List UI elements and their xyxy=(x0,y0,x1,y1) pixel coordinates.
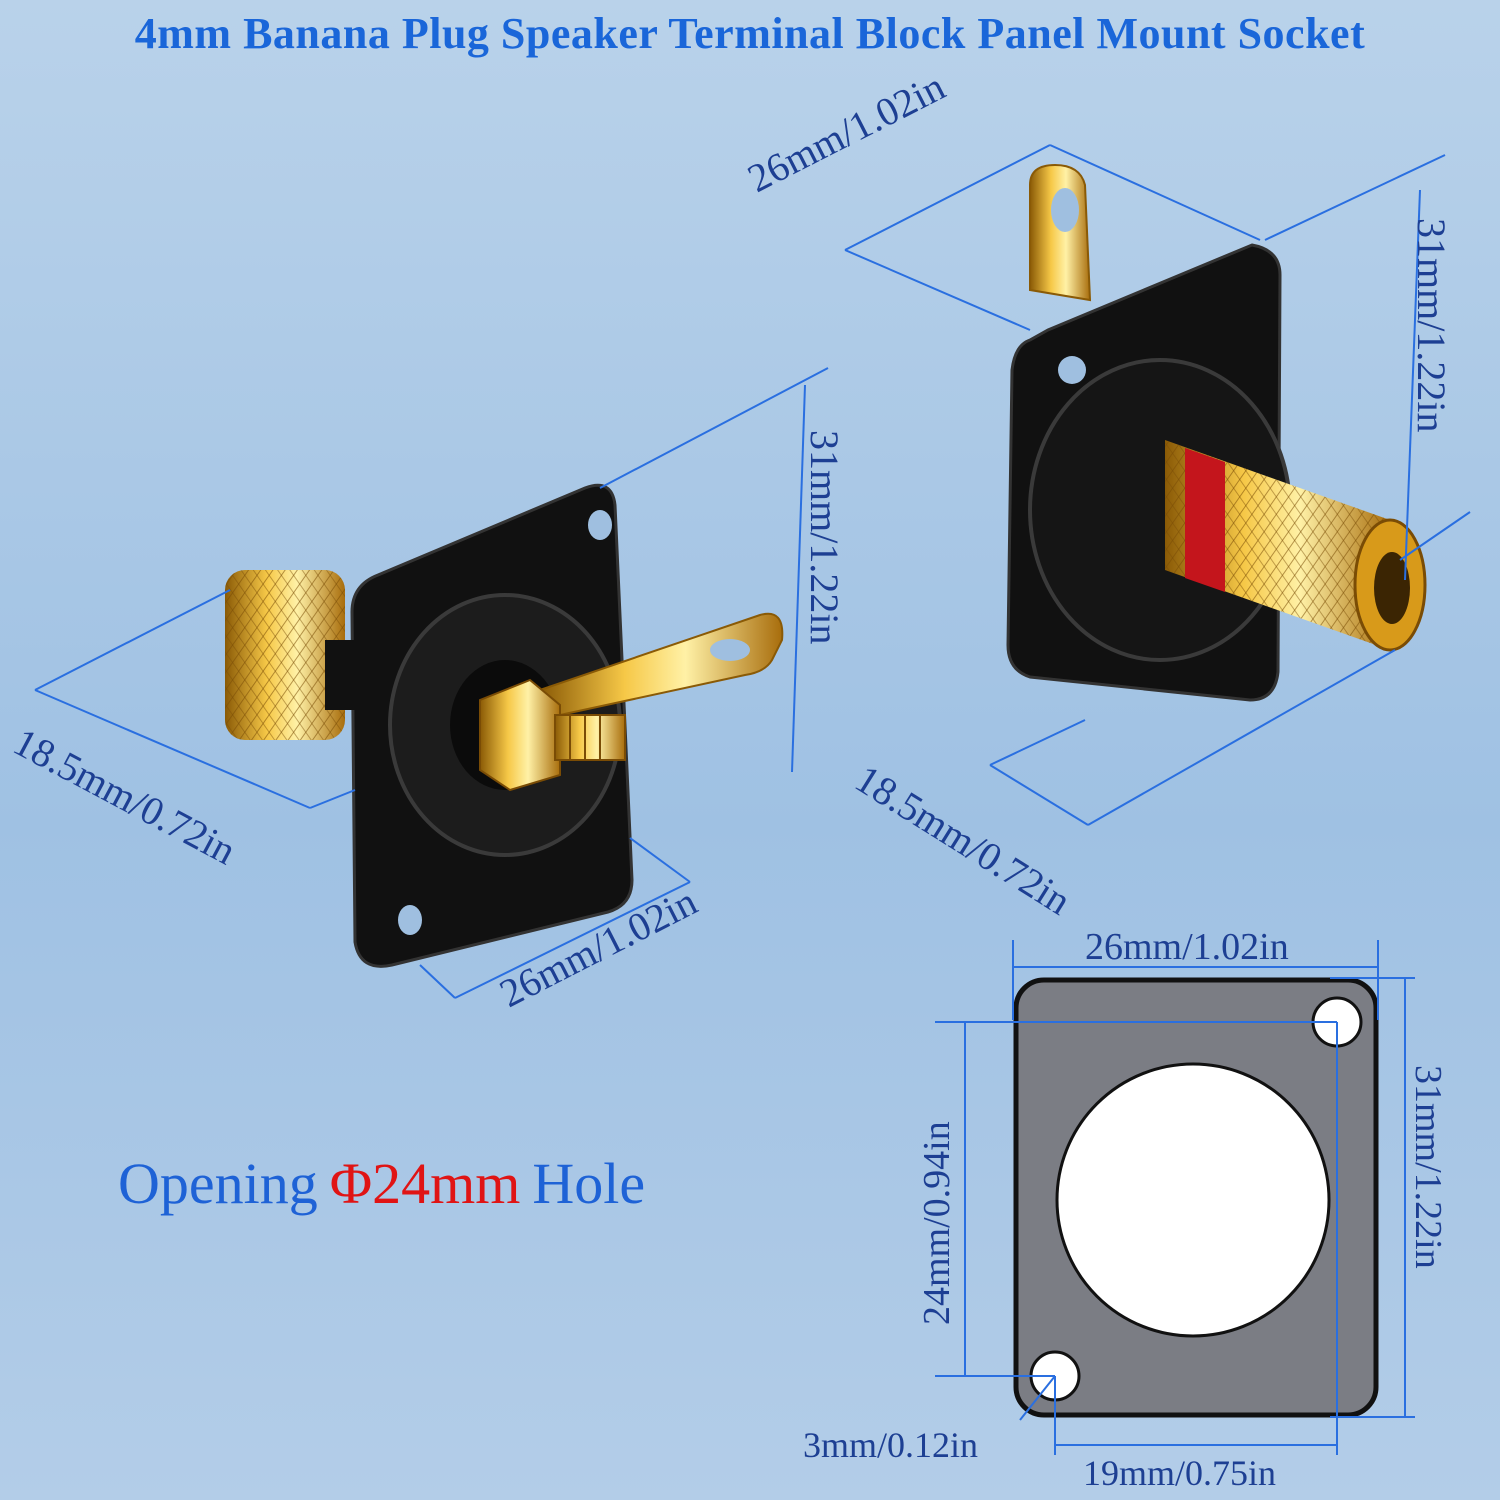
diagram-hole-span-label: 24mm/0.94in xyxy=(916,1121,958,1325)
product-title: 4mm Banana Plug Speaker Terminal Block P… xyxy=(134,9,1366,58)
opening-suffix: Hole xyxy=(532,1151,646,1216)
diagram-height-label: 31mm/1.22in xyxy=(1407,1065,1449,1269)
mounting-diagram xyxy=(935,940,1415,1455)
opening-diameter: Φ24mm xyxy=(329,1151,521,1216)
diagram-width-label: 26mm/1.02in xyxy=(1085,926,1289,968)
diagram-screw-hole-label: 3mm/0.12in xyxy=(803,1425,979,1465)
diagram-hole-spacing-label: 19mm/0.75in xyxy=(1083,1453,1277,1493)
top-right-height-label: 31mm/1.22in xyxy=(1409,218,1454,433)
right-dimension-lines xyxy=(844,144,1471,826)
right-socket-image xyxy=(1006,163,1427,702)
left-socket-image xyxy=(225,483,784,968)
left-dimension-lines xyxy=(34,367,829,999)
left-height-label: 31mm/1.22in xyxy=(802,430,847,645)
opening-prefix: Opening xyxy=(118,1151,318,1216)
